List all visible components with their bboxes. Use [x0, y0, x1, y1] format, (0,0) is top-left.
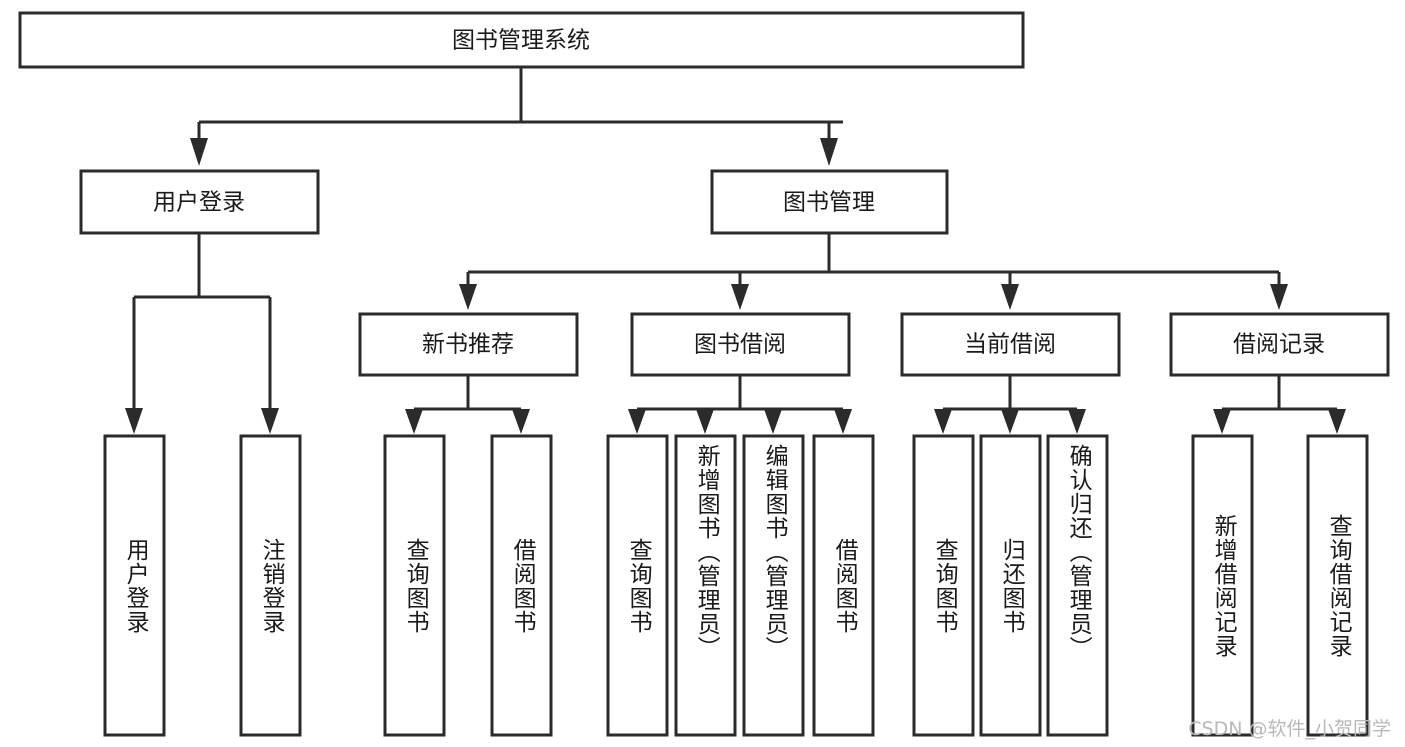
node-book-borrow-label: 图书借阅: [694, 332, 786, 358]
arrow-head-current-borrow: [1001, 284, 1019, 310]
arrow-head-borrow-record: [1270, 284, 1288, 310]
node-borrow-record-box[interactable]: [1169, 312, 1390, 377]
node-borrow-record-label: 借阅记录: [1233, 332, 1325, 358]
node-root[interactable]: 图书管理系统: [18, 11, 1025, 69]
arrow-head-cb-leaf1: [934, 409, 952, 434]
arrow-head-br-leaf2: [1328, 409, 1346, 434]
node-book-mgmt[interactable]: 图书管理: [710, 169, 949, 235]
node-leaf-query-book-3-box[interactable]: [912, 434, 975, 737]
arrow-head-br-leaf1: [1213, 409, 1231, 434]
arrow-head-book-borrow: [731, 284, 749, 310]
arrow-head-bb-leaf3: [764, 409, 782, 434]
connector-group-current-borrow: [934, 375, 1086, 434]
node-leaf-borrow-book-2-box[interactable]: [812, 434, 875, 737]
arrow-head-nbr-leaf1: [405, 409, 423, 434]
node-user-login-box[interactable]: [79, 169, 320, 235]
node-book-mgmt-box[interactable]: [710, 169, 949, 235]
node-new-book-rec-box[interactable]: [358, 312, 579, 377]
arrow-head-cb-leaf3: [1068, 409, 1086, 434]
node-leaf-confirm-return-box[interactable]: [1046, 434, 1109, 737]
connector-group-borrow-record: [1213, 375, 1346, 434]
connector-group-book-borrow: [628, 375, 852, 434]
node-root-box[interactable]: [18, 11, 1025, 69]
node-borrow-record[interactable]: 借阅记录: [1169, 312, 1390, 377]
arrow-head-leaf-user-login: [125, 408, 143, 434]
node-leaf-user-login-box[interactable]: [103, 434, 166, 737]
leaf-boxes: [103, 434, 1369, 737]
connector-group-user-login: [125, 233, 279, 434]
node-current-borrow-box[interactable]: [900, 312, 1121, 377]
node-user-login-label: 用户登录: [153, 190, 245, 216]
node-root-label: 图书管理系统: [452, 28, 590, 54]
node-book-borrow[interactable]: 图书借阅: [630, 312, 851, 377]
node-user-login[interactable]: 用户登录: [79, 169, 320, 235]
node-leaf-return-book-box[interactable]: [979, 434, 1042, 737]
connector-group-book-mgmt: [459, 233, 1288, 310]
node-new-book-rec[interactable]: 新书推荐: [358, 312, 579, 377]
arrow-head-user-login: [190, 138, 208, 166]
node-leaf-query-book-2-box[interactable]: [606, 434, 669, 737]
arrow-head-cb-leaf2: [1001, 409, 1019, 434]
node-leaf-query-record-box[interactable]: [1306, 434, 1369, 737]
arrow-head-bb-leaf1: [628, 409, 646, 434]
arrow-head-bb-leaf2: [696, 409, 714, 434]
connector-group-new-book-rec: [405, 375, 530, 434]
node-leaf-add-book-box[interactable]: [674, 434, 737, 737]
node-leaf-borrow-book-1-box[interactable]: [490, 434, 553, 737]
node-leaf-add-record-box[interactable]: [1191, 434, 1254, 737]
node-leaf-edit-book-box[interactable]: [742, 434, 805, 737]
connector-group-root: [190, 67, 843, 166]
arrow-head-new-book-rec: [459, 284, 477, 310]
node-current-borrow-label: 当前借阅: [964, 332, 1056, 358]
node-current-borrow[interactable]: 当前借阅: [900, 312, 1121, 377]
arrow-head-book-mgmt: [820, 138, 838, 166]
arrow-head-bb-leaf4: [834, 409, 852, 434]
arrow-head-leaf-logout: [261, 408, 279, 434]
arrow-head-nbr-leaf2: [512, 409, 530, 434]
node-leaf-query-book-1-box[interactable]: [383, 434, 446, 737]
node-new-book-rec-label: 新书推荐: [422, 332, 514, 358]
node-book-borrow-box[interactable]: [630, 312, 851, 377]
node-leaf-logout-box[interactable]: [239, 434, 302, 737]
node-book-mgmt-label: 图书管理: [783, 190, 875, 216]
